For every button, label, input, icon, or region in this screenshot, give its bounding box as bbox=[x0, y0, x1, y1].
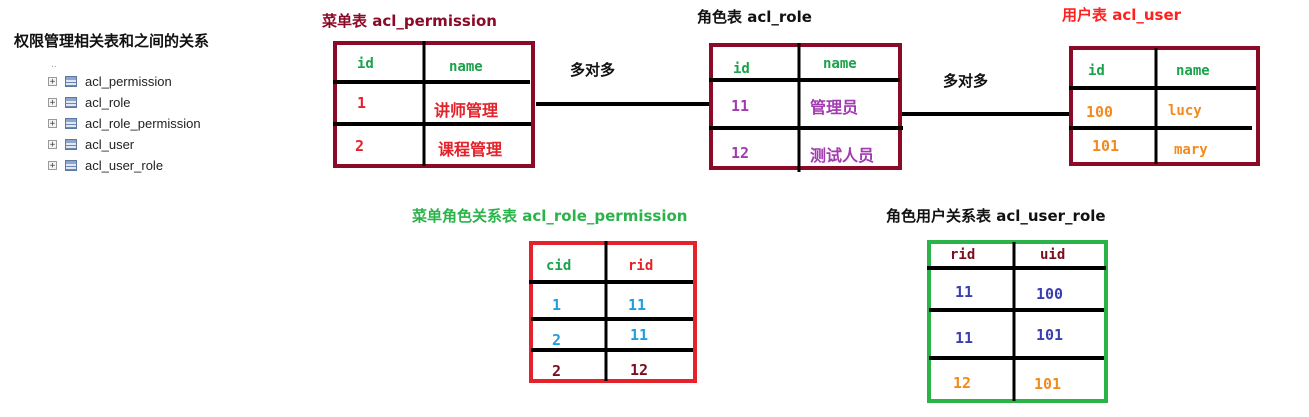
expand-icon[interactable]: + bbox=[48, 140, 57, 150]
tree-item[interactable]: + acl_role bbox=[48, 92, 268, 113]
table-acl-role-permission bbox=[529, 241, 697, 383]
header-cell: id bbox=[357, 56, 374, 72]
data-cell: 1 bbox=[357, 94, 367, 112]
header-cell: rid bbox=[950, 247, 976, 263]
header-cell: id bbox=[1088, 63, 1105, 79]
data-cell: 测试人员 bbox=[810, 146, 875, 165]
table-icon bbox=[65, 118, 77, 129]
data-cell: 12 bbox=[953, 374, 972, 392]
data-cell: 1 bbox=[552, 296, 562, 314]
table-title-role-permission: 菜单角色关系表 acl_role_permission bbox=[412, 207, 688, 225]
data-cell: lucy bbox=[1168, 103, 1202, 119]
data-cell: 101 bbox=[1036, 326, 1064, 344]
tree-item-label: acl_role_permission bbox=[85, 116, 201, 131]
data-cell: 101 bbox=[1034, 375, 1062, 393]
tree-item-label: acl_permission bbox=[85, 74, 172, 89]
tree-item[interactable]: + acl_role_permission bbox=[48, 113, 268, 134]
data-cell: 11 bbox=[955, 283, 974, 301]
table-icon bbox=[65, 160, 77, 171]
data-cell: 11 bbox=[955, 329, 974, 347]
header-cell: name bbox=[449, 59, 483, 75]
expand-icon[interactable]: + bbox=[48, 119, 57, 129]
data-cell: 11 bbox=[628, 296, 647, 314]
data-cell: 100 bbox=[1036, 285, 1064, 303]
data-cell: 11 bbox=[731, 97, 750, 115]
table-icon bbox=[65, 76, 77, 87]
data-cell: 2 bbox=[552, 331, 562, 349]
table-acl-user bbox=[1069, 46, 1260, 166]
table-title-user-role: 角色用户关系表 acl_user_role bbox=[886, 207, 1106, 225]
tree-item-label: acl_role bbox=[85, 95, 131, 110]
data-cell: 100 bbox=[1086, 103, 1114, 121]
expand-icon[interactable]: + bbox=[48, 98, 57, 108]
relation-label-perm-role: 多对多 bbox=[570, 61, 616, 79]
tree-item[interactable]: + acl_user_role bbox=[48, 155, 268, 176]
data-cell: 12 bbox=[731, 144, 750, 162]
header-cell: name bbox=[823, 56, 857, 72]
tree-connector: .. bbox=[51, 60, 57, 70]
tree-item[interactable]: + acl_user bbox=[48, 134, 268, 155]
data-cell: 讲师管理 bbox=[434, 101, 499, 120]
header-cell: rid bbox=[628, 258, 654, 274]
tree-item-label: acl_user bbox=[85, 137, 135, 152]
data-cell: 101 bbox=[1092, 137, 1120, 155]
header-cell: name bbox=[1176, 63, 1210, 79]
table-acl-permission bbox=[333, 41, 535, 168]
table-title-role: 角色表 acl_role bbox=[697, 8, 812, 26]
tree-item-label: acl_user_role bbox=[85, 158, 164, 173]
data-cell: mary bbox=[1174, 142, 1208, 158]
data-cell: 2 bbox=[355, 137, 365, 155]
data-cell: 11 bbox=[630, 326, 649, 344]
expand-icon[interactable]: + bbox=[48, 77, 57, 87]
data-cell: 2 bbox=[552, 362, 562, 380]
table-icon bbox=[65, 139, 77, 150]
data-cell: 12 bbox=[630, 361, 649, 379]
table-tree: .. + acl_permission + acl_role + acl_rol… bbox=[48, 60, 268, 176]
table-acl-role bbox=[709, 43, 903, 172]
header-cell: id bbox=[733, 61, 750, 77]
tree-item[interactable]: + acl_permission bbox=[48, 71, 268, 92]
table-acl-user-role bbox=[927, 240, 1108, 403]
expand-icon[interactable]: + bbox=[48, 161, 57, 171]
relation-label-role-user: 多对多 bbox=[943, 72, 989, 90]
page-title: 权限管理相关表和之间的关系 bbox=[14, 32, 210, 50]
table-icon bbox=[65, 97, 77, 108]
header-cell: uid bbox=[1040, 247, 1066, 263]
table-title-permission: 菜单表 acl_permission bbox=[322, 12, 497, 30]
header-cell: cid bbox=[546, 258, 572, 274]
table-title-user: 用户表 acl_user bbox=[1062, 6, 1182, 24]
data-cell: 课程管理 bbox=[438, 140, 503, 159]
data-cell: 管理员 bbox=[810, 98, 859, 117]
